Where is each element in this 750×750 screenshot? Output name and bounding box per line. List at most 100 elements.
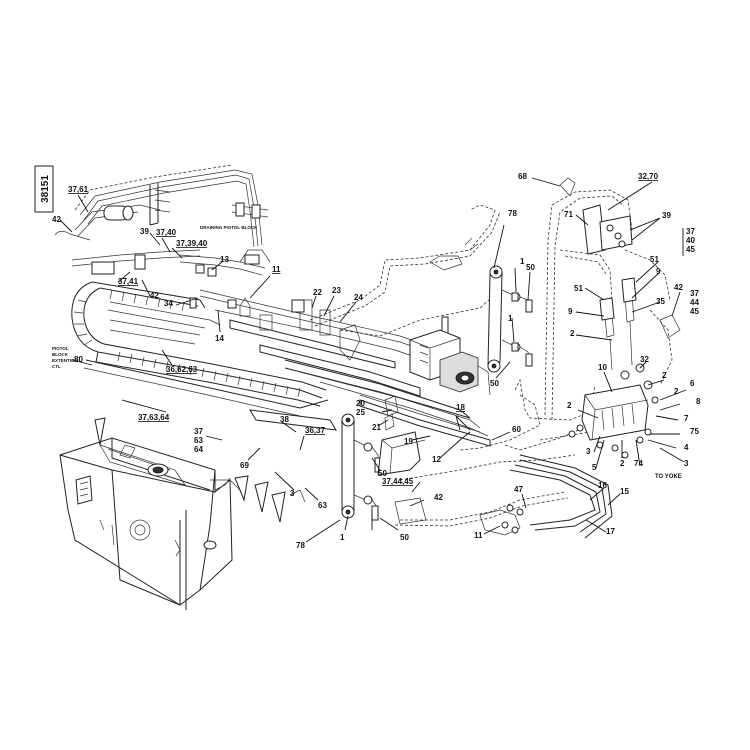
hydraulic-tank — [59, 437, 241, 610]
callout-2-a: 2 — [570, 329, 575, 338]
callout-13: 13 — [220, 255, 229, 264]
callout-37-c: 37 — [686, 227, 695, 236]
callout-labels: 37,61 42 39 37,40 37,39,40 13 11 37,41 4… — [52, 172, 701, 550]
callout-40-c: 40 — [686, 236, 695, 245]
callout-1-a: 1 — [340, 533, 345, 542]
callout-78-b: 78 — [508, 209, 517, 218]
callout-5: 5 — [592, 463, 597, 472]
callout-11-b: 11 — [474, 531, 483, 540]
callout-4: 4 — [684, 443, 689, 452]
note-to-yoke: TO YOKE — [655, 474, 682, 480]
callout-11: 11 — [272, 265, 281, 274]
callout-32: 32 — [640, 355, 649, 364]
hoses-lower-right — [479, 454, 613, 539]
callout-2-c: 2 — [674, 387, 679, 396]
callout-22: 22 — [313, 288, 322, 297]
callout-75: 75 — [690, 427, 699, 436]
callout-44-d: 44 — [690, 298, 699, 307]
callout-50-c: 50 — [490, 379, 499, 388]
callout-42-c: 42 — [434, 493, 443, 502]
callout-1-b: 1 — [520, 257, 525, 266]
note-pilot-block-1: PIOTOL — [52, 346, 69, 351]
upper-left-pipe-bundle — [54, 164, 271, 276]
callout-63-c: 63 — [318, 501, 327, 510]
callout-3-c: 3 — [684, 459, 689, 468]
hose-routing-center — [309, 204, 501, 337]
callout-68: 68 — [518, 172, 527, 181]
callout-10: 10 — [598, 363, 607, 372]
callout-8: 8 — [696, 397, 701, 406]
callout-1-c: 1 — [508, 314, 513, 323]
callout-36-62-63: 36,62,63 — [166, 365, 198, 374]
callout-64-b: 64 — [194, 445, 203, 454]
callout-37-44-45: 37,44,45 — [382, 477, 414, 486]
note-pilot-block-4: CTL — [52, 364, 61, 369]
callout-37-d: 37 — [690, 289, 699, 298]
callout-15: 15 — [620, 487, 629, 496]
callout-21: 21 — [372, 423, 381, 432]
callout-3-a: 3 — [290, 489, 295, 498]
callout-45-d: 45 — [690, 307, 699, 316]
callout-51-b: 51 — [650, 255, 659, 264]
callout-14: 14 — [215, 334, 224, 343]
fittings-upper — [189, 264, 519, 352]
callout-42-b: 42 — [150, 291, 159, 300]
callout-69: 69 — [240, 461, 249, 470]
callout-42-d: 42 — [674, 283, 683, 292]
callout-37-40: 37,40 — [156, 228, 177, 237]
cable-drag-chain — [71, 281, 337, 431]
callout-50-a: 50 — [378, 469, 387, 478]
callout-12: 12 — [432, 455, 441, 464]
cylinder-lower — [341, 413, 382, 521]
callout-74: 74 — [634, 459, 643, 468]
callout-50-d: 50 — [400, 533, 409, 542]
callout-9-a: 9 — [568, 307, 573, 316]
callout-80: 80 — [74, 355, 83, 364]
callout-37-63-64: 37,63,64 — [138, 413, 170, 422]
callout-7: 7 — [684, 414, 689, 423]
callout-20: 20 — [356, 399, 365, 408]
callout-24: 24 — [354, 293, 363, 302]
bracket-19 — [377, 431, 427, 525]
note-pilot-block-3: EXTENTION — [52, 358, 78, 363]
callout-32-70: 32,70 — [638, 172, 659, 181]
callout-19: 19 — [404, 437, 413, 446]
leader-lines — [59, 177, 687, 543]
callout-45-c: 45 — [686, 245, 695, 254]
callout-78-a: 78 — [296, 541, 305, 550]
callout-9-b: 9 — [656, 267, 661, 276]
callout-39-a: 39 — [140, 227, 149, 236]
callout-38: 38 — [280, 415, 289, 424]
callout-51-a: 51 — [574, 284, 583, 293]
note-pilot-block-2: BLOCK — [52, 352, 69, 357]
callout-23: 23 — [332, 286, 341, 295]
valve-block — [568, 277, 681, 459]
callout-6: 6 — [690, 379, 695, 388]
callout-42-a: 42 — [52, 215, 61, 224]
hose-routing-right — [394, 189, 673, 527]
support-brackets — [94, 417, 306, 523]
note-draining-block: DRAINING PIOTOL BLOCK — [200, 225, 258, 230]
callout-3-b: 3 — [586, 447, 591, 456]
callout-25: 25 — [356, 408, 365, 417]
callout-39-b: 39 — [662, 211, 671, 220]
callout-16: 16 — [598, 481, 607, 490]
callout-18: 18 — [456, 403, 465, 412]
callout-37-39-40: 37,39,40 — [176, 239, 208, 248]
callout-2-b: 2 — [662, 371, 667, 380]
callout-50-b: 50 — [526, 263, 535, 272]
callout-47: 47 — [514, 485, 523, 494]
callout-17: 17 — [606, 527, 615, 536]
callout-71: 71 — [564, 210, 573, 219]
callout-34: 34 — [164, 299, 173, 308]
callout-37-61: 37,61 — [68, 185, 89, 194]
callout-2-e: 2 — [620, 459, 625, 468]
drawing-number: 38151 — [40, 175, 51, 203]
clamp-bracket-71 — [559, 177, 633, 255]
callout-37-41: 37,41 — [118, 277, 139, 286]
pump-motor — [409, 329, 491, 396]
callout-37-b: 37 — [194, 427, 203, 436]
callout-60: 60 — [512, 425, 521, 434]
callout-35: 35 — [656, 297, 665, 306]
